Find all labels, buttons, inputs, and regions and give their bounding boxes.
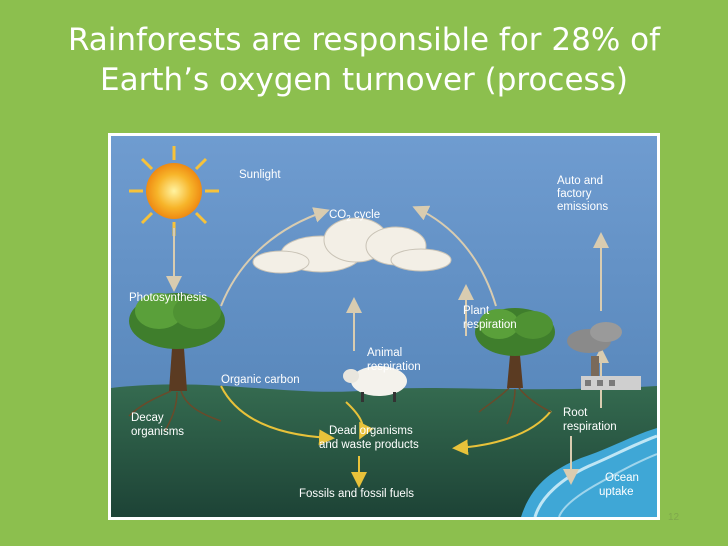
title-line-1: Rainforests are responsible for 28% of — [67, 22, 661, 58]
label-co2-cycle: CO2 cycle — [329, 209, 380, 223]
sun-icon — [129, 146, 219, 236]
label-root-respiration: Root respiration — [563, 407, 617, 433]
carbon-cycle-diagram: Sunlight CO2 cycle Auto and factory emis… — [108, 133, 660, 520]
label-sunlight: Sunlight — [239, 169, 281, 181]
cloud-icon — [252, 217, 452, 274]
plant-waste-arrow — [452, 410, 552, 456]
label-plant-respiration: Plant respiration — [463, 305, 517, 331]
animal-waste-arrow — [345, 401, 374, 440]
left-tree-icon — [128, 293, 225, 432]
label-dead-organisms: Dead organisms and waste products — [319, 425, 419, 451]
right-tree-icon — [475, 308, 555, 425]
label-animal-respiration: Animal respiration — [367, 347, 421, 373]
label-organic-carbon: Organic carbon — [221, 374, 300, 386]
co2-arc-left — [220, 207, 330, 307]
organic-carbon-arrow — [220, 385, 335, 446]
label-auto-factory-emissions: Auto and factory emissions — [557, 175, 608, 213]
label-fossils: Fossils and fossil fuels — [299, 488, 414, 500]
factory-icon — [567, 322, 641, 390]
slide-number: 12 — [668, 512, 680, 523]
co2-arc-right — [412, 205, 497, 307]
label-ocean-uptake: Ocean uptake — [599, 472, 642, 498]
label-photosynthesis: Photosynthesis — [129, 292, 207, 304]
title-line-2: Earth’s oxygen turnover (process) — [100, 62, 628, 98]
slide-title: Rainforests are responsible for 28% of E… — [20, 20, 708, 100]
sheep-icon — [343, 366, 407, 402]
label-decay-organisms: Decay organisms — [131, 412, 184, 438]
ground — [111, 384, 657, 517]
